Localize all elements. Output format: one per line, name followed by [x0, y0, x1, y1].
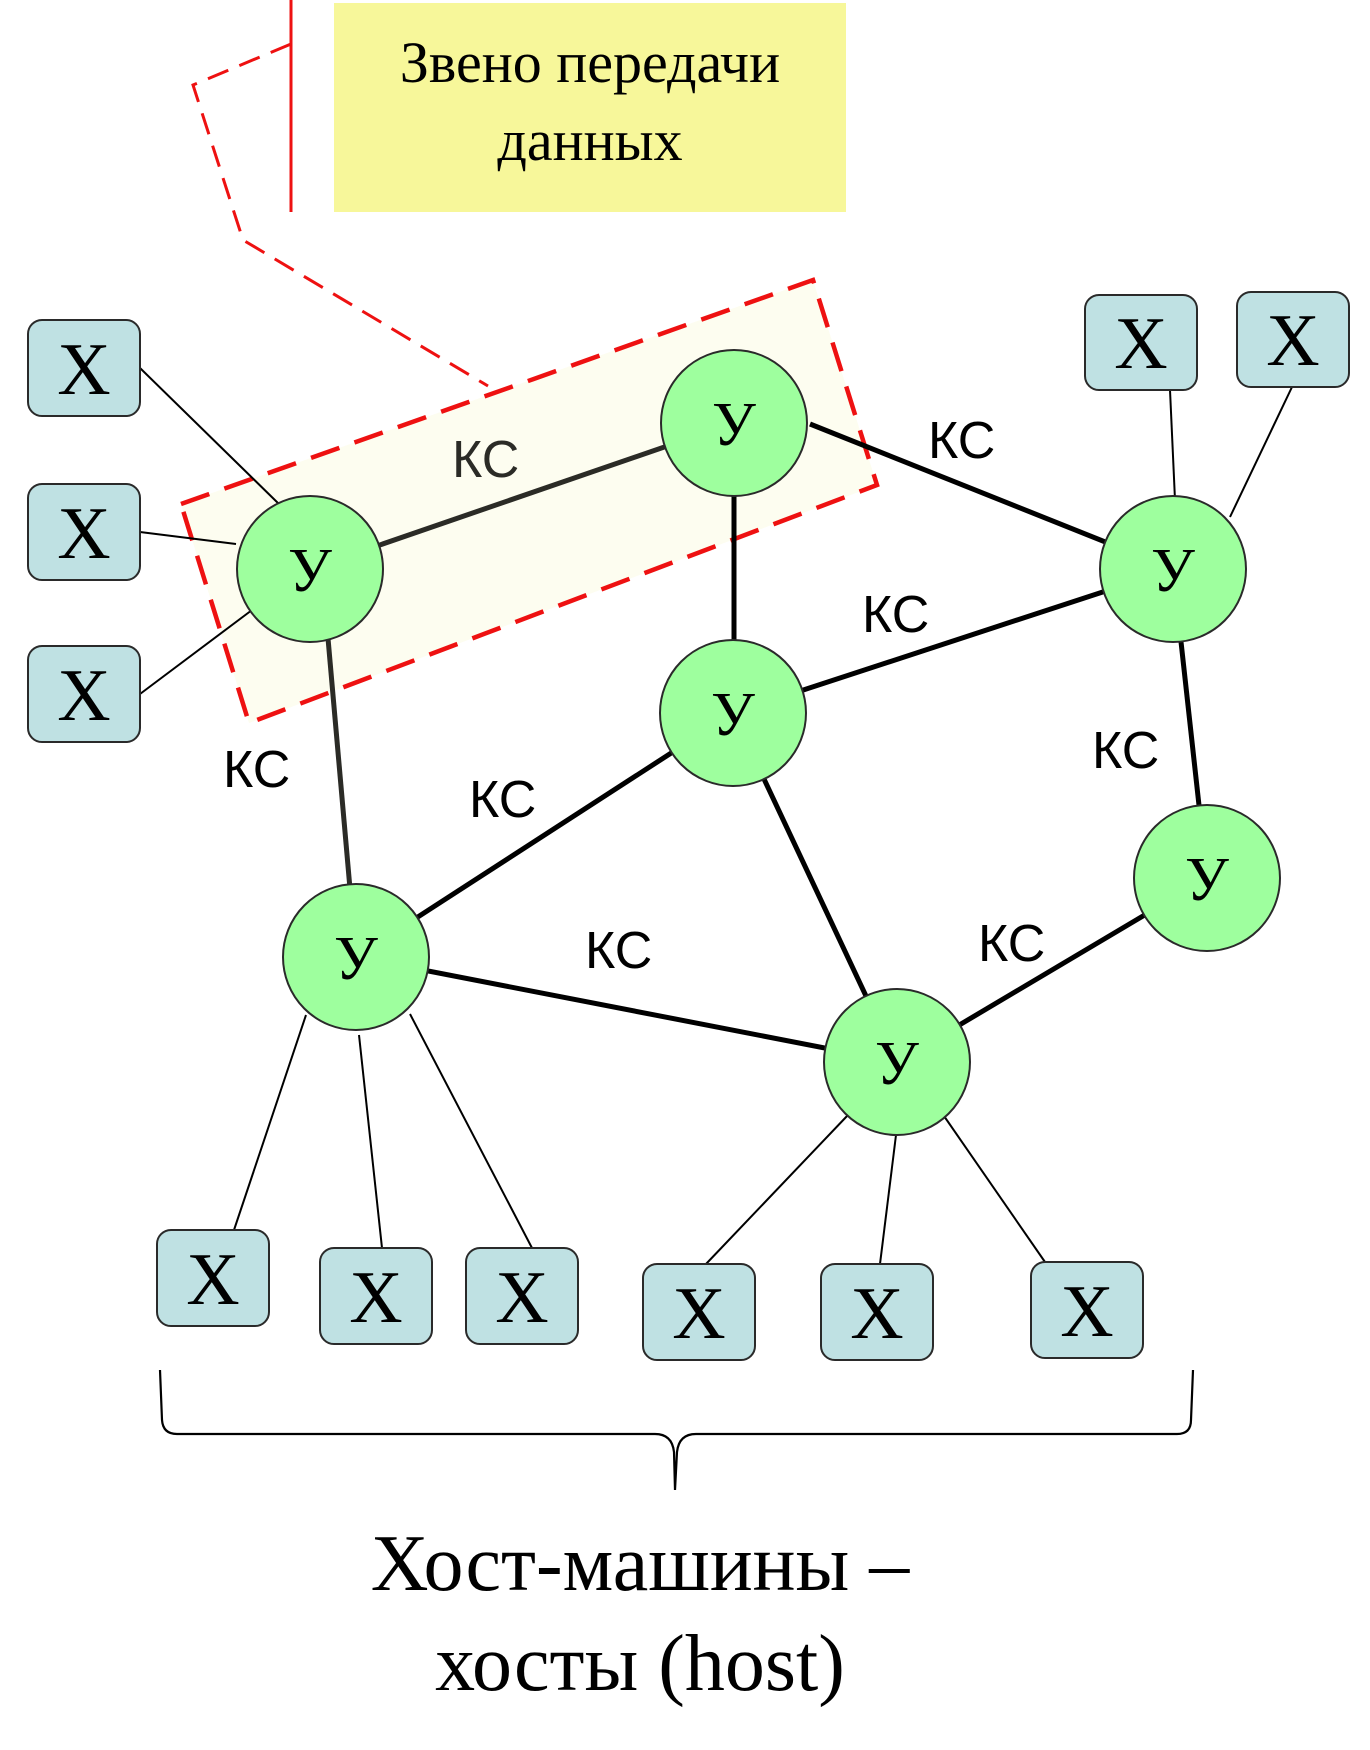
link-label: КС	[1092, 722, 1159, 780]
router-labels: У У У У У У У	[288, 391, 1229, 1098]
callout-box	[334, 3, 846, 212]
router-node	[659, 639, 807, 787]
host-label: Х	[1114, 303, 1167, 385]
link-label: КС	[452, 431, 519, 489]
host-node	[820, 1263, 934, 1361]
link-label: КС	[862, 586, 929, 644]
router-label: У	[712, 391, 756, 459]
router-label: У	[711, 681, 755, 749]
host-node	[465, 1247, 579, 1345]
host-node	[27, 645, 141, 743]
link-label: КС	[978, 915, 1045, 973]
hosts	[27, 291, 1350, 1361]
router-label: У	[288, 537, 332, 605]
link-label: КС	[223, 741, 290, 799]
router-node	[823, 988, 971, 1136]
callout-text-line2: данных	[497, 108, 682, 173]
link-label: КС	[469, 771, 536, 829]
host-label: Х	[1060, 1271, 1113, 1353]
host-links	[139, 367, 1293, 1265]
link-label: КС	[585, 922, 652, 980]
host-label: Х	[57, 493, 110, 575]
router-node	[660, 349, 808, 497]
host-node	[1236, 291, 1350, 388]
host-label: Х	[349, 1257, 402, 1339]
host-label: Х	[1266, 300, 1319, 382]
callout-text-line1: Звено передачи	[400, 30, 780, 95]
router-node	[1133, 804, 1281, 952]
caption-line1: Хост-машины –	[371, 1520, 910, 1608]
host-label: Х	[57, 655, 110, 737]
host-label: Х	[672, 1273, 725, 1355]
host-node	[1084, 294, 1198, 391]
host-node	[27, 483, 141, 581]
host-label: Х	[186, 1239, 239, 1321]
link-labels: КС КС КС КС КС КС КС КС	[223, 412, 1159, 980]
hosts-brace	[158, 1369, 1195, 1491]
router-node	[236, 495, 384, 643]
caption-line2: хосты (host)	[435, 1620, 845, 1708]
router-label: У	[1185, 846, 1229, 914]
host-node	[1030, 1261, 1144, 1359]
host-label: Х	[57, 329, 110, 411]
host-label: Х	[850, 1273, 903, 1355]
router-label: У	[1151, 537, 1195, 605]
router-node	[282, 883, 430, 1031]
host-labels: Х Х Х Х Х Х Х Х Х Х Х	[57, 300, 1319, 1355]
host-node	[319, 1247, 433, 1345]
routers	[236, 349, 1281, 1136]
link-label: КС	[928, 412, 995, 470]
host-node	[156, 1229, 270, 1327]
router-label: У	[334, 925, 378, 993]
router-label: У	[875, 1030, 919, 1098]
host-label: Х	[495, 1257, 548, 1339]
callout-dashed-leader	[191, 42, 489, 388]
router-node	[1099, 495, 1247, 643]
host-node	[27, 319, 141, 417]
host-node	[642, 1263, 756, 1361]
